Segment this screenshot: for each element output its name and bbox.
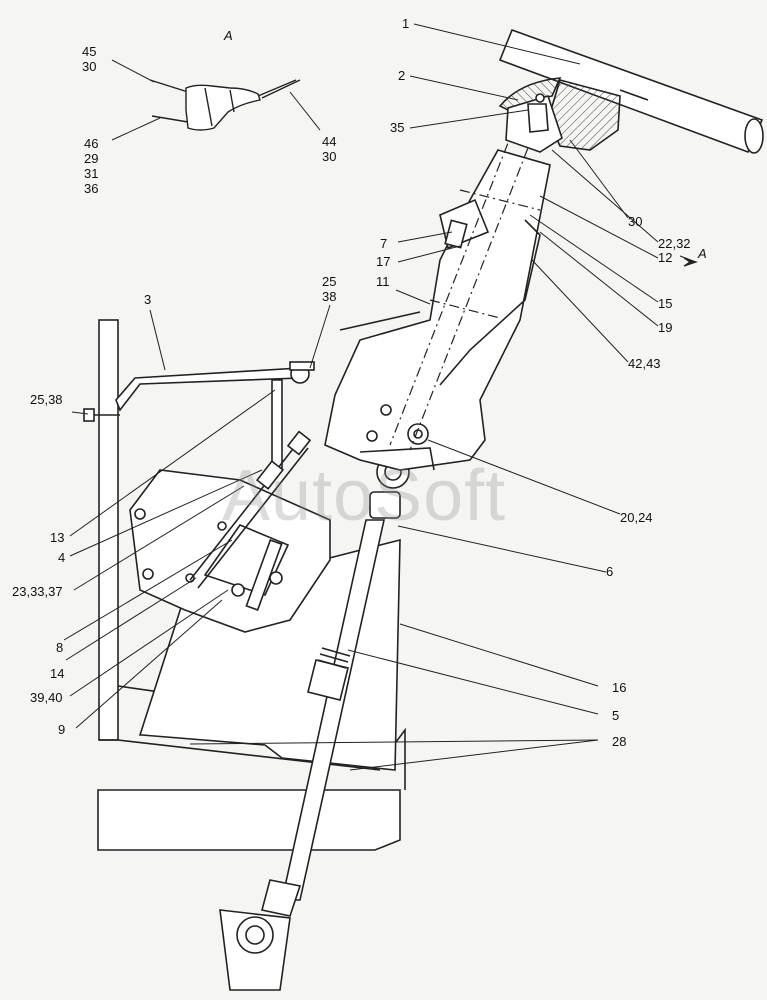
callout-28: 28 bbox=[612, 734, 627, 749]
callout-46-29-31-36: 46 29 31 36 bbox=[84, 136, 99, 196]
view-a-direction-label: A bbox=[698, 246, 707, 261]
callout-19: 19 bbox=[658, 320, 673, 335]
callout-3: 3 bbox=[144, 292, 152, 307]
callout-1: 1 bbox=[402, 16, 410, 31]
intermediate-shaft-5 bbox=[261, 519, 385, 917]
view-a-label: A bbox=[224, 28, 233, 43]
callout-15: 15 bbox=[658, 296, 673, 311]
steering-wheel-hub bbox=[498, 77, 621, 153]
view-a-arrow bbox=[679, 255, 698, 267]
callout-35: 35 bbox=[390, 120, 405, 135]
callout-39-40: 39,40 bbox=[30, 690, 63, 705]
callout-9: 9 bbox=[58, 722, 66, 737]
callout-17: 17 bbox=[376, 254, 391, 269]
callout-2: 2 bbox=[398, 68, 406, 83]
callout-25-38-left: 25,38 bbox=[30, 392, 63, 407]
callout-7: 7 bbox=[380, 236, 388, 251]
callout-23-33-37: 23,33,37 bbox=[12, 584, 63, 599]
leader-lines bbox=[63, 23, 659, 771]
callout-11: 11 bbox=[376, 274, 390, 289]
callout-30: 30 bbox=[628, 214, 643, 229]
callout-8: 8 bbox=[56, 640, 64, 655]
callout-44-30: 44 30 bbox=[322, 134, 337, 164]
callout-6: 6 bbox=[606, 564, 614, 579]
callout-14: 14 bbox=[50, 666, 65, 681]
callout-16: 16 bbox=[612, 680, 627, 695]
watermark: AutoSoft bbox=[222, 456, 507, 536]
bracket-3 bbox=[83, 361, 315, 471]
mounting-plate bbox=[129, 469, 331, 633]
stay-rods bbox=[189, 430, 312, 589]
callout-25-38-top: 25 38 bbox=[322, 274, 337, 304]
column-shaft-centerline bbox=[389, 124, 541, 451]
callout-13: 13 bbox=[50, 530, 65, 545]
callout-22-32: 22,32 bbox=[658, 236, 691, 251]
callout-12: 12 bbox=[658, 250, 673, 265]
inset-view-a bbox=[149, 79, 301, 131]
column-housing bbox=[324, 149, 551, 471]
lower-cardan-joint bbox=[219, 909, 291, 991]
callout-4: 4 bbox=[58, 550, 66, 565]
callout-20-24: 20,24 bbox=[620, 510, 653, 525]
callout-45-30: 45 30 bbox=[82, 44, 97, 74]
callout-42-43: 42,43 bbox=[628, 356, 661, 371]
callout-5: 5 bbox=[612, 708, 620, 723]
